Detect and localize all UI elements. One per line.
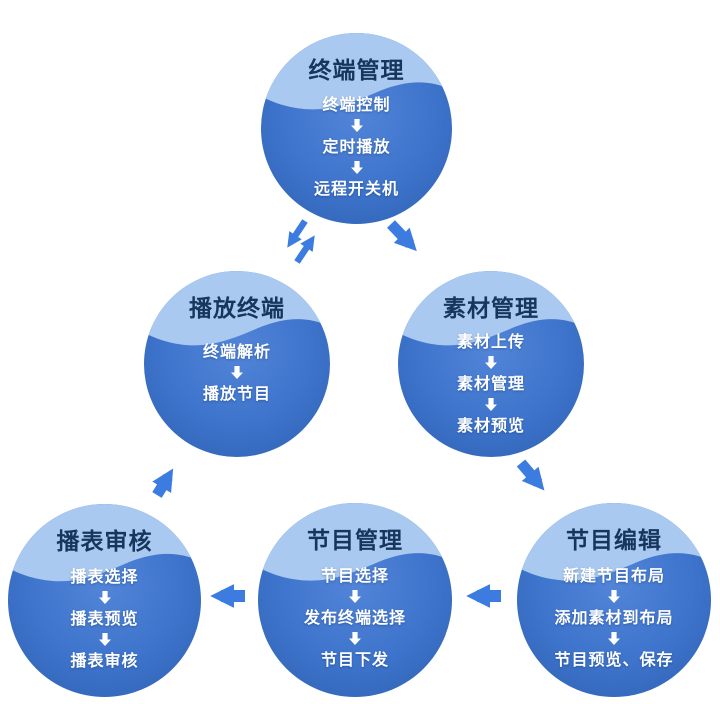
arrow-terminal-to-material-icon [387,220,417,252]
circle-cap-wave-icon [258,503,452,581]
circle-title: 节目管理 [307,528,403,555]
arrow-review-to-playback-icon [152,468,174,498]
circle-terminal-management: 终端管理 终端控制定时播放远程开关机 [261,33,452,224]
circle-title: 播放终端 [189,295,285,322]
down-arrow-icon [608,590,620,604]
circle-item: 节目选择 [320,566,389,586]
circle-cap-wave-icon [8,504,201,582]
down-arrow-icon [349,590,361,604]
arrow-material-to-editing-icon [516,459,545,491]
circle-playback-terminal: 播放终端 终端解析播放节目 [144,271,330,457]
circle-item: 节目预览、保存 [554,650,674,670]
arrow-playback-to-terminal-icon [294,235,315,264]
circle-item: 播表预览 [70,608,139,628]
arrow-terminal-to-playback-icon [287,219,308,248]
down-arrow-icon [350,119,363,133]
circle-item: 远程开关机 [313,179,399,199]
circle-cap-wave-icon [517,503,711,581]
down-arrow-icon [98,632,111,646]
circle-item: 终端控制 [322,95,391,115]
circle-material-management: 素材管理 素材上传素材管理素材预览 [398,271,584,457]
circle-item: 素材管理 [456,373,525,393]
down-arrow-icon [350,161,363,175]
circle-title: 终端管理 [308,58,405,85]
circle-items: 新建节目布局添加素材到布局节目预览、保存 [517,564,711,671]
down-arrow-icon [98,590,111,604]
circle-cap-wave-icon [398,271,584,346]
circle-item: 添加素材到布局 [554,608,674,628]
circle-item: 节目下发 [320,650,389,670]
down-arrow-icon [608,632,620,646]
circle-playlist-review: 播表审核 播表选择播表预览播表审核 [8,504,201,697]
circle-item: 定时播放 [322,137,391,157]
circle-program-editing: 节目编辑 新建节目布局添加素材到布局节目预览、保存 [517,503,711,697]
down-arrow-icon [231,365,243,379]
circle-items: 终端解析播放节目 [144,340,330,405]
circle-item: 播放节目 [202,383,271,403]
circle-item: 发布终端选择 [303,608,406,628]
circle-title: 素材管理 [443,295,539,322]
circle-items: 终端控制定时播放远程开关机 [261,93,452,200]
circle-title: 节目编辑 [566,528,662,555]
circle-items: 节目选择发布终端选择节目下发 [258,564,452,671]
down-arrow-icon [485,397,497,411]
circle-item: 播表审核 [70,650,139,670]
circle-program-management: 节目管理 节目选择发布终端选择节目下发 [258,503,452,697]
down-arrow-icon [349,632,361,646]
circle-items: 播表选择播表预览播表审核 [8,565,201,672]
circle-item: 终端解析 [202,341,271,361]
circle-item: 素材上传 [456,331,525,351]
circle-cap-wave-icon [144,271,330,346]
circle-item: 素材预览 [456,415,525,435]
circle-item: 播表选择 [70,566,139,586]
circle-item: 新建节目布局 [562,566,665,586]
circle-items: 素材上传素材管理素材预览 [398,330,584,437]
circle-cap-wave-icon [261,33,452,110]
circle-title: 播表审核 [56,529,153,556]
down-arrow-icon [485,355,497,369]
